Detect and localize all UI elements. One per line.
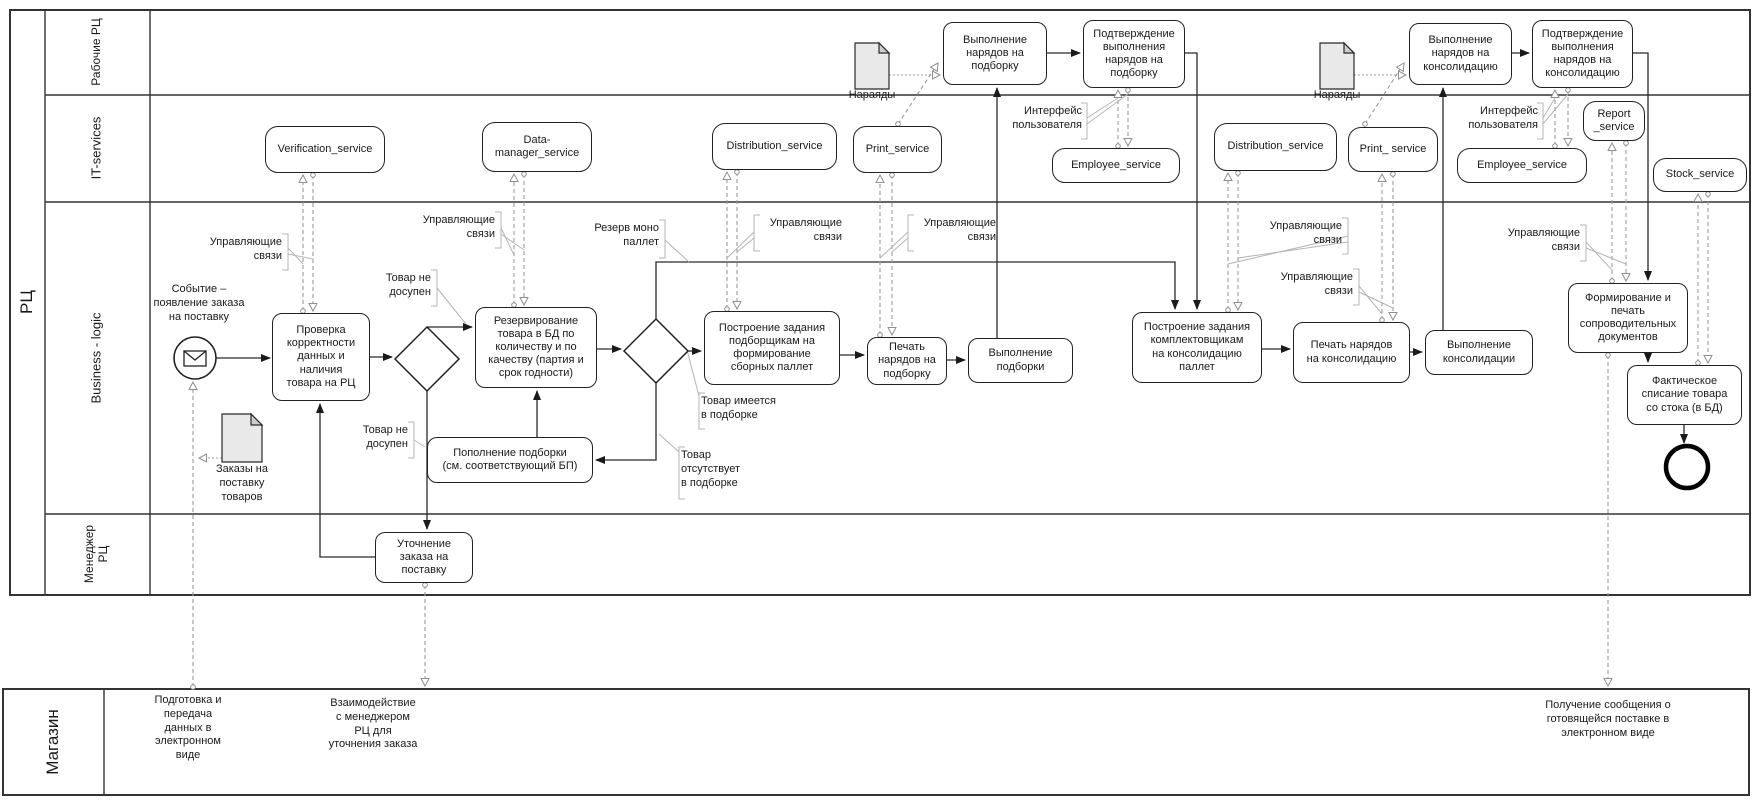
document-links <box>199 75 1406 458</box>
task-pechat-naryadov-konsolidaciyu[interactable]: Печать нарядов на консолидацию <box>1293 322 1410 383</box>
label-naryady-2: Нараяды <box>1313 89 1361 101</box>
document-naryady-1[interactable] <box>854 42 890 90</box>
task-proverka-korrektnosti[interactable]: Проверка корректности данных и наличия т… <box>272 313 370 401</box>
annotation-brackets <box>282 93 1627 500</box>
annotation-tovar-otsutstvuet: Товар отсутствует в подборке <box>681 449 741 489</box>
annotation-upravlyayushchie-svyazi-1: Управляющие связи <box>209 236 282 262</box>
sequence-flows <box>216 49 1688 558</box>
label-naryady-1: Нараяды <box>848 89 896 101</box>
pool-shop-frame <box>2 688 1750 796</box>
pool-label-rc: РЦ <box>17 290 37 314</box>
task-postroenie-komplektovshchikam[interactable]: Построение задания комплектовщикам на ко… <box>1132 312 1262 383</box>
annotation-tovar-ne-dostupen-2: Товар не досупен <box>362 424 408 450</box>
task-vypolnenie-podborki[interactable]: Выполнение подборки <box>968 338 1073 383</box>
document-zakazy[interactable] <box>221 413 263 463</box>
annotation-tovar-imeetsya: Товар имеется в подборке <box>701 395 776 421</box>
task-utochnenie-zakaza[interactable]: Уточнение заказа на поставку <box>375 532 473 583</box>
pool-rc-frame <box>2 9 1751 796</box>
label-start-event: Событие – появление заказа на поставку <box>153 283 245 323</box>
end-event[interactable] <box>1663 443 1711 491</box>
control-links <box>303 63 1708 363</box>
gateway-tovar-dostupen[interactable] <box>393 325 461 393</box>
service-verification[interactable]: Verification_service <box>265 126 385 173</box>
annotation-upravlyayushchie-svyazi-7: Управляющие связи <box>1507 227 1580 253</box>
task-vypolnenie-naryadov-konsolidaciyu[interactable]: Выполнение нарядов на консолидацию <box>1409 23 1512 85</box>
service-employee-2[interactable]: Employee_service <box>1457 148 1587 183</box>
task-pechat-naryadov-podborku[interactable]: Печать нарядов на подборку <box>867 337 947 385</box>
task-postroenie-podborshchikam[interactable]: Построение задания подборщикам на формир… <box>704 311 840 385</box>
service-employee-1[interactable]: Employee_service <box>1052 148 1180 183</box>
lane-label-it-services: IT-services <box>88 116 104 180</box>
gateway-tovar-v-podborke[interactable] <box>622 317 690 385</box>
service-print-1[interactable]: Print_service <box>853 126 942 173</box>
service-data-manager[interactable]: Data- manager_service <box>482 122 592 172</box>
annotation-upravlyayushchie-svyazi-6: Управляющие связи <box>1280 271 1353 297</box>
lane-label-workers: Рабочие РЦ <box>89 18 104 86</box>
document-naryady-2[interactable] <box>1319 42 1355 90</box>
annotation-interface-polzovatelya-1: Интерфейс пользователя <box>1012 105 1082 131</box>
annotation-upravlyayushchie-svyazi-2: Управляющие связи <box>422 214 495 240</box>
annotation-upravlyayushchie-svyazi-3: Управляющие связи <box>769 217 842 243</box>
documents <box>221 41 1356 463</box>
annotation-tovar-ne-dostupen-1: Товар не досупен <box>385 272 431 298</box>
pool-label-shop: Магазин <box>43 709 63 775</box>
shop-task-podgotovka: Подготовка и передача данных в электронн… <box>154 694 222 761</box>
service-stock[interactable]: Stock_service <box>1653 158 1747 192</box>
task-podtverzhdenie-naryadov-podborku[interactable]: Подтверждение выполнения нарядов на подб… <box>1083 20 1185 88</box>
task-popolnenie-podborki[interactable]: Пополнение подборки (см. соответствующий… <box>427 437 593 483</box>
annotation-rezerv-mono-pallet: Резерв моно паллет <box>594 222 659 248</box>
task-vypolnenie-konsolidacii[interactable]: Выполнение консолидации <box>1425 330 1533 375</box>
message-flows <box>193 355 1608 687</box>
annotation-upravlyayushchie-svyazi-5: Управляющие связи <box>1269 220 1342 246</box>
start-event-message[interactable] <box>173 336 217 380</box>
service-distribution-1[interactable]: Distribution_service <box>712 123 837 170</box>
service-distribution-2[interactable]: Distribution_service <box>1214 123 1337 171</box>
task-formirovanie-dokumentov[interactable]: Формирование и печать сопроводительных д… <box>1568 283 1688 353</box>
annotation-interface-polzovatelya-2: Интерфейс пользователя <box>1468 105 1538 131</box>
task-rezervirovanie-tovara[interactable]: Резервирование товара в БД по количеству… <box>475 307 597 388</box>
label-zakazy-doc: Заказы на поставку товаров <box>215 463 268 503</box>
service-report[interactable]: Report _service <box>1583 101 1645 141</box>
annotation-upravlyayushchie-svyazi-4: Управляющие связи <box>923 217 996 243</box>
task-fakticheskoe-spisanie[interactable]: Фактическое списание товара со стока (в … <box>1627 365 1742 425</box>
lane-label-manager: Менеджер РЦ <box>82 524 110 584</box>
shop-task-poluchenie: Получение сообщения о готовящейся постав… <box>1545 699 1671 739</box>
task-vypolnenie-naryadov-podborku[interactable]: Выполнение нарядов на подборку <box>943 22 1047 85</box>
lane-label-business-logic: Business - logic <box>88 312 104 404</box>
shop-task-vzaimodeystvie: Взаимодействие с менеджером РЦ для уточн… <box>328 697 418 751</box>
service-print-2[interactable]: Print_ service <box>1348 127 1438 172</box>
task-podtverzhdenie-naryadov-konsolidaciyu[interactable]: Подтверждение выполнения нарядов на конс… <box>1532 20 1633 88</box>
